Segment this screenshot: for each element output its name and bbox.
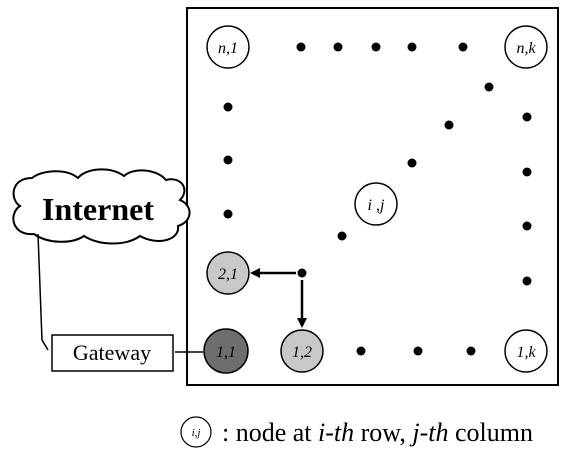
dot <box>407 158 417 168</box>
node-1-k-label: 1,k <box>516 344 536 361</box>
bottom-row-dots <box>356 346 476 356</box>
node-n-1-label: n,1 <box>218 40 238 57</box>
node-n-1: n,1 <box>206 25 250 69</box>
node-n-1-circle <box>206 25 250 69</box>
node-i-j-circle <box>354 182 398 226</box>
grid-border <box>186 7 559 386</box>
legend-symbol-label: i,j <box>192 427 201 439</box>
node-2-1-label: 2,1 <box>218 266 238 283</box>
node-i-j: i ,j <box>354 182 398 226</box>
dot <box>466 346 476 356</box>
node-n-k: n,k <box>504 25 548 69</box>
legend-row-word: row, <box>354 418 412 447</box>
internet-gateway-line <box>37 233 49 351</box>
dot <box>296 42 306 52</box>
legend-node-symbol <box>180 416 212 448</box>
dot <box>356 346 366 356</box>
dot <box>223 155 233 165</box>
legend-text: : node at i-th row, j-th column <box>222 418 533 447</box>
internet-cloud <box>12 168 191 245</box>
dot <box>413 346 423 356</box>
node-1-1: 1,1 <box>203 328 249 374</box>
top-row-dots <box>296 42 468 52</box>
legend-prefix: : node at <box>222 418 318 447</box>
dot <box>444 120 454 130</box>
dot <box>522 276 532 286</box>
dot <box>458 42 468 52</box>
dot <box>223 209 233 219</box>
node-1-1-circle <box>203 328 249 374</box>
node-2-1: 2,1 <box>206 251 250 295</box>
gateway-box <box>51 334 174 372</box>
node-1-1-label: 1,1 <box>216 344 236 361</box>
gateway-label: Gateway <box>73 340 151 365</box>
internet-label: Internet <box>42 191 154 227</box>
dot <box>223 102 233 112</box>
legend-col-index: j-th <box>409 418 448 447</box>
node-i-j-label: i ,j <box>368 197 385 214</box>
dot <box>407 42 417 52</box>
node-1-2-label: 1,2 <box>292 344 312 361</box>
node-1-2-circle <box>280 329 324 373</box>
dot <box>333 42 343 52</box>
node-n-k-circle <box>504 25 548 69</box>
legend: i,j : node at i-th row, j-th column <box>180 416 533 448</box>
legend-row-index: i-th <box>318 418 354 447</box>
dot <box>522 221 532 231</box>
node-1-2: 1,2 <box>280 329 324 373</box>
diagonal-dots <box>337 82 494 241</box>
source-dot <box>297 268 307 278</box>
left-column-dots <box>223 102 233 219</box>
dot <box>371 42 381 52</box>
dot <box>522 112 532 122</box>
dot <box>522 167 532 177</box>
node-2-1-circle <box>206 251 250 295</box>
node-1-k-circle <box>504 329 548 373</box>
node-n-k-label: n,k <box>516 40 536 57</box>
dot <box>337 231 347 241</box>
right-column-dots <box>522 112 532 286</box>
legend-col-word: column <box>449 418 534 447</box>
node-1-k: 1,k <box>504 329 548 373</box>
dot <box>484 82 494 92</box>
